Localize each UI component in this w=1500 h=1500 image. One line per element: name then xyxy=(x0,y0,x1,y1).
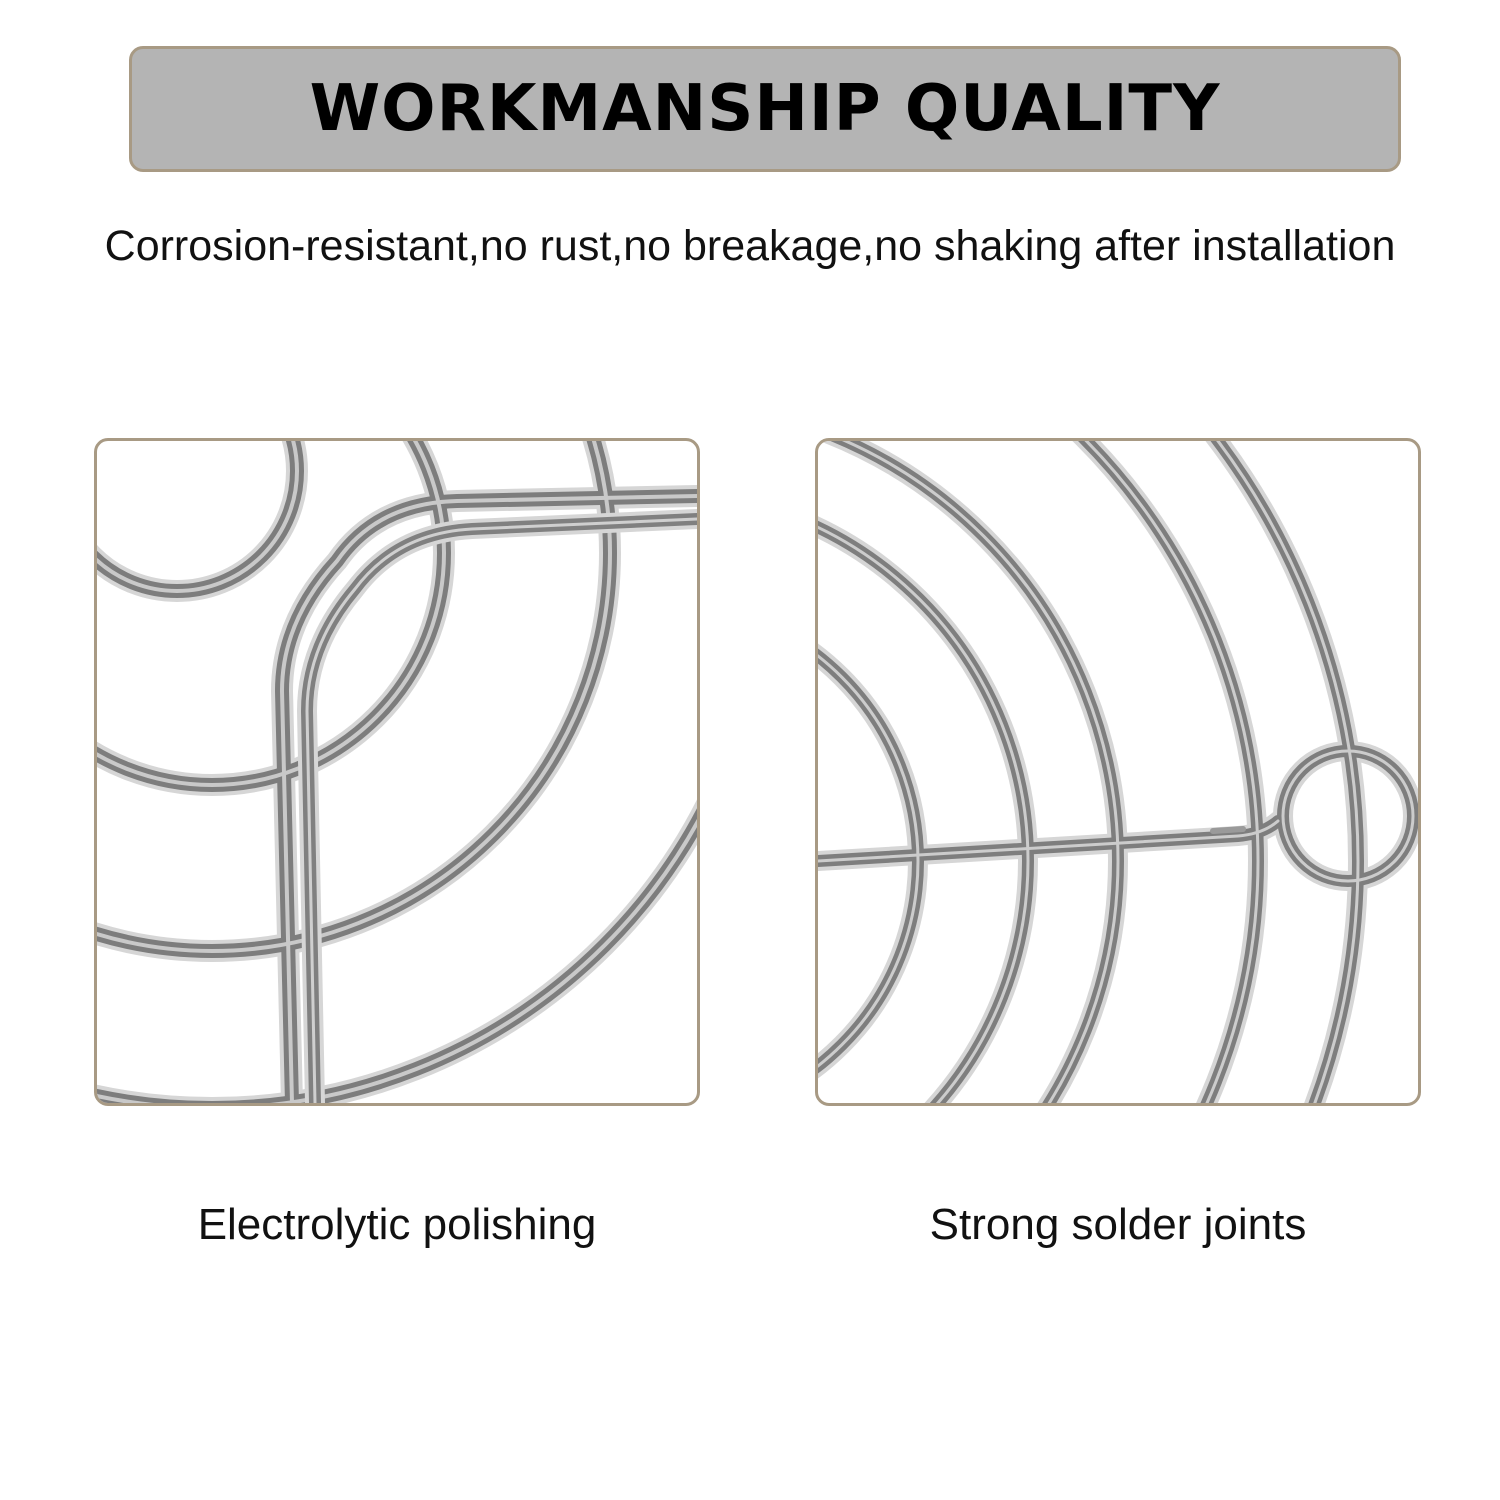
banner-title: WORKMANSHIP QUALITY xyxy=(309,72,1221,146)
subtitle-text: Corrosion-resistant,no rust,no breakage,… xyxy=(104,222,1396,270)
caption-electrolytic-polishing: Electrolytic polishing xyxy=(197,1200,597,1249)
solder-joint-photo xyxy=(815,438,1421,1106)
wire-rack-closeup-image xyxy=(97,441,697,1103)
caption-strong-solder-joints: Strong solder joints xyxy=(929,1200,1307,1249)
title-banner: WORKMANSHIP QUALITY xyxy=(129,46,1401,172)
polishing-photo xyxy=(94,438,700,1106)
wire-rack-handle-image xyxy=(818,441,1418,1103)
